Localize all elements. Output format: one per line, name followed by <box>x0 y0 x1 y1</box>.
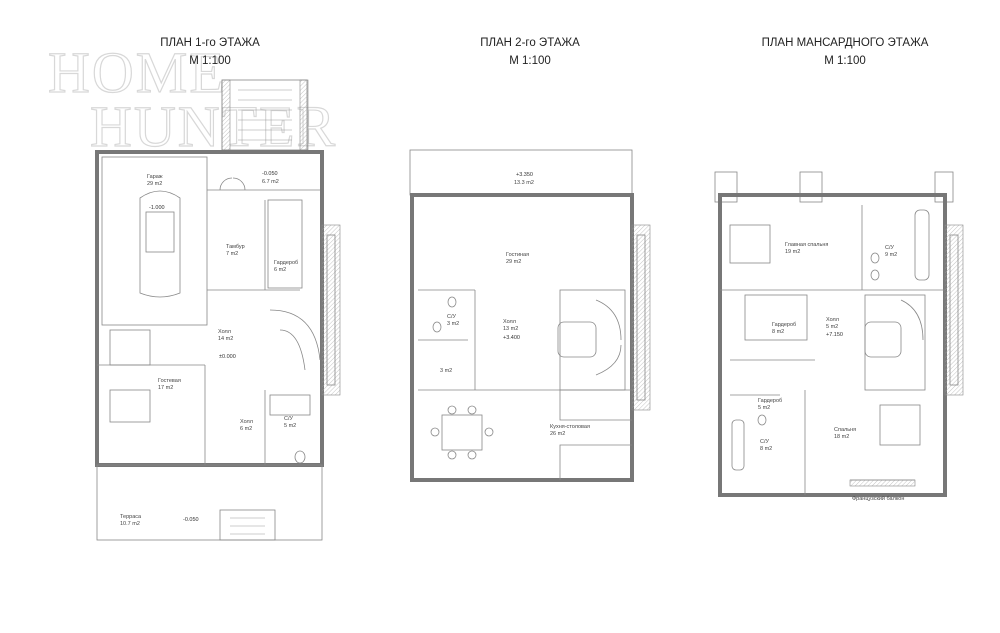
svg-text:Гостиная: Гостиная <box>506 252 529 258</box>
svg-text:Тамбур: Тамбур <box>226 244 245 250</box>
svg-text:29 m2: 29 m2 <box>506 259 521 265</box>
watermark-logo: HOME HUNTER <box>47 39 337 159</box>
svg-text:6.7 m2: 6.7 m2 <box>262 179 279 185</box>
svg-text:Кухня-столовая: Кухня-столовая <box>550 424 590 430</box>
svg-text:14 m2: 14 m2 <box>218 336 233 342</box>
svg-text:6 m2: 6 m2 <box>240 426 252 432</box>
level-mark: -1.000 <box>149 205 165 211</box>
svg-text:8 m2: 8 m2 <box>772 329 784 335</box>
plan-1-scale: М 1:100 <box>189 55 231 67</box>
svg-text:HOME: HOME <box>48 40 227 105</box>
svg-text:Холл: Холл <box>826 317 839 323</box>
svg-text:3 m2: 3 m2 <box>447 321 459 327</box>
svg-text:13 m2: 13 m2 <box>503 326 518 332</box>
svg-text:Гардероб: Гардероб <box>274 260 298 266</box>
plan-1-drawing: Гараж 29 m2 6.7 m2 Тамбур 7 m2 Гардероб … <box>95 79 341 541</box>
svg-text:С/У: С/У <box>447 314 457 320</box>
svg-text:17 m2: 17 m2 <box>158 385 173 391</box>
svg-text:8 m2: 8 m2 <box>760 446 772 452</box>
svg-text:С/У: С/У <box>760 439 770 445</box>
svg-text:Спальня: Спальня <box>834 427 856 433</box>
level-mark: +7.150 <box>826 332 843 338</box>
svg-text:6 m2: 6 m2 <box>274 267 286 273</box>
svg-text:HUNTER: HUNTER <box>90 94 337 159</box>
svg-text:26 m2: 26 m2 <box>550 431 565 437</box>
level-mark: ±0.000 <box>219 354 236 360</box>
svg-text:5 m2: 5 m2 <box>758 405 770 411</box>
svg-text:5 m2: 5 m2 <box>284 423 296 429</box>
plan-3-drawing: Главная спальня 19 m2 С/У 9 m2 Гардероб … <box>714 171 964 502</box>
svg-text:18 m2: 18 m2 <box>834 434 849 440</box>
plan-3-scale: М 1:100 <box>824 55 866 67</box>
plan-1-title: ПЛАН 1-го ЭТАЖА <box>160 37 260 49</box>
level-mark: +3.400 <box>503 335 520 341</box>
svg-text:3 m2: 3 m2 <box>440 368 452 374</box>
svg-text:С/У: С/У <box>284 416 294 422</box>
plan-3-title: ПЛАН МАНСАРДНОГО ЭТАЖА <box>762 37 929 49</box>
svg-text:10.7 m2: 10.7 m2 <box>120 521 140 527</box>
level-mark: -0.050 <box>262 171 278 177</box>
svg-text:Холл: Холл <box>240 419 253 425</box>
level-mark: -0.050 <box>183 517 199 523</box>
svg-text:Гардероб: Гардероб <box>758 398 782 404</box>
svg-text:Гараж: Гараж <box>147 174 163 180</box>
svg-text:Главная спальня: Главная спальня <box>785 242 828 248</box>
svg-text:5 m2: 5 m2 <box>826 324 838 330</box>
level-mark: +3.350 <box>516 172 533 178</box>
svg-text:7 m2: 7 m2 <box>226 251 238 257</box>
plan-2-scale: М 1:100 <box>509 55 551 67</box>
plan-2-title: ПЛАН 2-го ЭТАЖА <box>480 37 580 49</box>
svg-text:13.3 m2: 13.3 m2 <box>514 180 534 186</box>
svg-text:Терраса: Терраса <box>120 514 142 520</box>
svg-text:Гардероб: Гардероб <box>772 322 796 328</box>
svg-text:Холл: Холл <box>218 329 231 335</box>
svg-text:С/У: С/У <box>885 245 895 251</box>
svg-text:9 m2: 9 m2 <box>885 252 897 258</box>
svg-text:29 m2: 29 m2 <box>147 181 162 187</box>
svg-text:Холл: Холл <box>503 319 516 325</box>
svg-text:Гостевая: Гостевая <box>158 378 181 384</box>
plan-2-drawing: Гостиная 29 m2 13.3 m2 С/У 3 m2 Холл 13 … <box>409 149 651 482</box>
svg-text:19 m2: 19 m2 <box>785 249 800 255</box>
french-balcony-label: Французский балкон <box>852 495 904 502</box>
